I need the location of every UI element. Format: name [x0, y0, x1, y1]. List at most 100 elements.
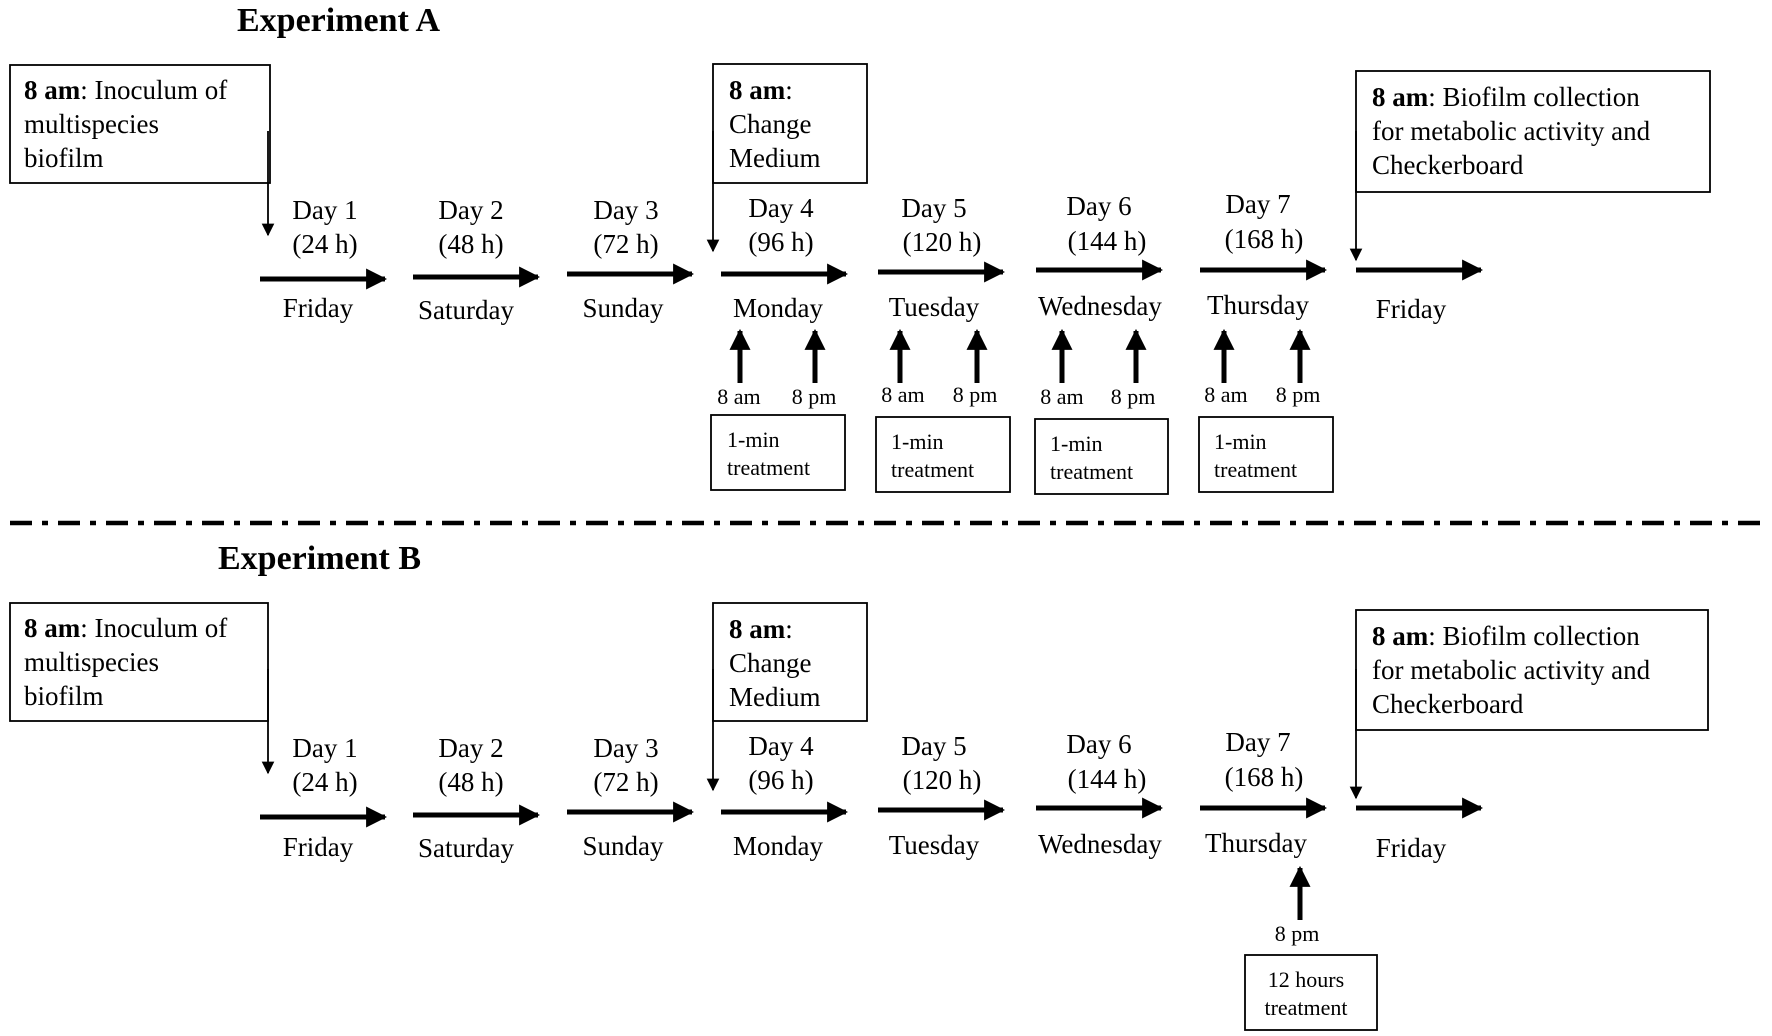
treatment-time-am: 8 am [881, 382, 924, 407]
weekday-label: Tuesday [889, 292, 980, 322]
collection-time-a: 8 am [1372, 82, 1429, 112]
day-label: Day 6 [1066, 729, 1131, 759]
day-label: Day 4 [748, 731, 814, 761]
inoculum-label-b: : Inoculum of [80, 613, 227, 643]
day-label: Day 3 [593, 733, 658, 763]
inoculum-line3-a: biofilm [24, 143, 104, 173]
collection-line3-b: Checkerboard [1372, 689, 1524, 719]
treatment-line1: 1-min [727, 427, 780, 452]
treatment-time-am: 8 am [1040, 384, 1083, 409]
day-column-3-a: Day 3 (72 h) Sunday [567, 195, 695, 323]
day-column-5-b: Day 5 (120 h) Tuesday [878, 731, 1006, 860]
inoculum-line2-b: multispecies [24, 647, 159, 677]
svg-text:8 am: Biofilm collection: 8 am: Biofilm collection [1372, 621, 1640, 651]
day-label: Day 2 [438, 195, 503, 225]
day-label: Day 4 [748, 193, 814, 223]
treatment-time-pm: 8 pm [792, 384, 837, 409]
day-hours: (24 h) [292, 767, 357, 797]
change-line2-b: Change [729, 648, 811, 678]
weekday-label: Friday [283, 832, 354, 862]
weekday-label: Wednesday [1038, 829, 1162, 859]
final-day-column-b: Friday [1356, 797, 1484, 863]
day-hours: (96 h) [748, 765, 813, 795]
day-label: Day 1 [292, 733, 357, 763]
experiment-a-title: Experiment A [237, 2, 440, 39]
collection-time-b: 8 am [1372, 621, 1429, 651]
experiment-a: Experiment A 8 am: Inoculum of multispec… [9, 2, 1711, 495]
svg-text:8 am:: 8 am: [729, 75, 793, 105]
day-hours: (144 h) [1068, 764, 1147, 794]
day-hours: (96 h) [748, 227, 813, 257]
change-line3-b: Medium [729, 682, 821, 712]
svg-text:8 am: Inoculum of: 8 am: Inoculum of [24, 75, 227, 105]
treatment-line2: treatment [1050, 459, 1133, 484]
day-column-1-a: Day 1 (24 h) Friday [260, 195, 388, 323]
day-hours: (72 h) [593, 767, 658, 797]
day-hours: (144 h) [1068, 226, 1147, 256]
day-label: Day 7 [1225, 189, 1290, 219]
weekday-label: Friday [283, 293, 354, 323]
day-hours: (72 h) [593, 229, 658, 259]
day-hours: (168 h) [1225, 762, 1304, 792]
day-hours: (120 h) [903, 227, 982, 257]
treatment-group-thursday-b: 8 pm 12 hours treatment [1244, 865, 1378, 1031]
weekday-label: Saturday [418, 833, 514, 863]
treatment-time-pm: 8 pm [1276, 382, 1321, 407]
day-column-4-b: Day 4 (96 h) Monday [721, 731, 849, 861]
treatment-time-am: 8 am [717, 384, 760, 409]
inoculum-box-a: 8 am: Inoculum of multispecies biofilm [9, 64, 275, 237]
weekday-label: Thursday [1207, 290, 1309, 320]
collection-label-a: : Biofilm collection [1428, 82, 1640, 112]
svg-text:8 am: Inoculum of: 8 am: Inoculum of [24, 613, 227, 643]
treatment-line2: treatment [891, 457, 974, 482]
day-column-4-a: Day 4 (96 h) Monday [721, 193, 849, 323]
treatment-line1: 12 hours [1268, 967, 1344, 992]
weekday-label: Sunday [583, 293, 665, 323]
weekday-label: Sunday [583, 831, 665, 861]
change-medium-box-a: 8 am: Change Medium [706, 63, 868, 253]
weekday-label: Wednesday [1038, 291, 1162, 321]
collection-box-a: 8 am: Biofilm collection for metabolic a… [1349, 70, 1711, 262]
day-column-7-a: Day 7 (168 h) Thursday [1200, 189, 1328, 320]
treatment-group-wednesday-a: 8 am 8 pm 1-min treatment [1034, 328, 1169, 495]
treatment-time-pm: 8 pm [953, 382, 998, 407]
weekday-label: Monday [733, 293, 823, 323]
final-weekday-label: Friday [1376, 833, 1447, 863]
day-column-1-b: Day 1 (24 h) Friday [260, 733, 388, 862]
treatment-group-monday-a: 8 am 8 pm 1-min treatment [710, 328, 846, 491]
treatment-time-am: 8 am [1204, 382, 1247, 407]
day-label: Day 5 [901, 731, 966, 761]
day-column-5-a: Day 5 (120 h) Tuesday [878, 193, 1006, 322]
treatment-time-pm: 8 pm [1111, 384, 1156, 409]
day-hours: (48 h) [438, 229, 503, 259]
inoculum-box-b: 8 am: Inoculum of multispecies biofilm [9, 602, 275, 775]
collection-line2-b: for metabolic activity and [1372, 655, 1651, 685]
treatment-line2: treatment [1264, 995, 1347, 1020]
collection-label-b: : Biofilm collection [1428, 621, 1640, 651]
change-colon-a: : [785, 75, 793, 105]
day-column-2-b: Day 2 (48 h) Saturday [413, 733, 541, 863]
day-hours: (24 h) [292, 229, 357, 259]
treatment-line2: treatment [1214, 457, 1297, 482]
collection-box-b: 8 am: Biofilm collection for metabolic a… [1349, 609, 1709, 800]
day-label: Day 1 [292, 195, 357, 225]
day-label: Day 5 [901, 193, 966, 223]
treatment-time-pm: 8 pm [1275, 921, 1320, 946]
change-line3-a: Medium [729, 143, 821, 173]
day-column-6-a: Day 6 (144 h) Wednesday [1036, 191, 1164, 321]
change-colon-b: : [785, 614, 793, 644]
day-label: Day 3 [593, 195, 658, 225]
change-time-b: 8 am [729, 614, 786, 644]
treatment-group-thursday-a: 8 am 8 pm 1-min treatment [1198, 328, 1334, 493]
day-hours: (168 h) [1225, 224, 1304, 254]
day-hours: (48 h) [438, 767, 503, 797]
treatment-group-tuesday-a: 8 am 8 pm 1-min treatment [875, 328, 1011, 493]
collection-line3-a: Checkerboard [1372, 150, 1524, 180]
day-hours: (120 h) [903, 765, 982, 795]
inoculum-time-a: 8 am [24, 75, 81, 105]
final-day-column-a: Friday [1356, 259, 1484, 324]
weekday-label: Monday [733, 831, 823, 861]
inoculum-line2-a: multispecies [24, 109, 159, 139]
day-label: Day 6 [1066, 191, 1131, 221]
